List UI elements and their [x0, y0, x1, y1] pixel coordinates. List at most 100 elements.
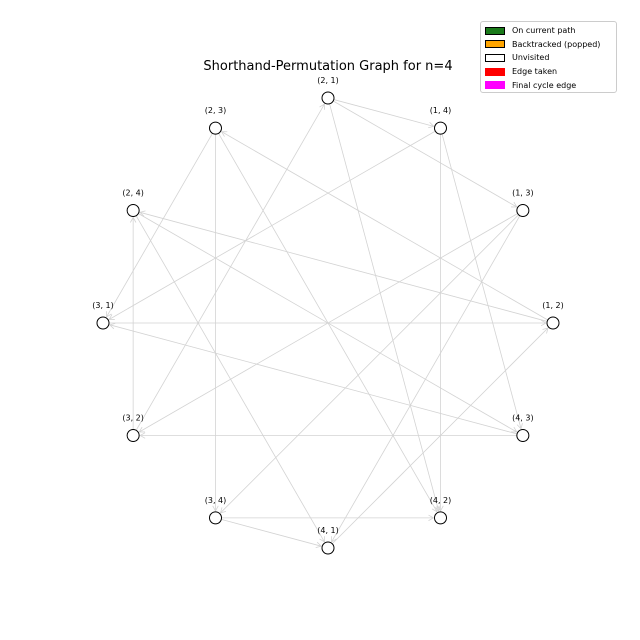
edge-2-1-to-1-3 [332, 100, 518, 208]
edge-arrowhead [106, 311, 112, 318]
legend-item: Edge taken [485, 65, 612, 79]
edge-line [332, 100, 517, 208]
edge-line [106, 133, 213, 318]
node-circle [321, 541, 335, 555]
node-circle [546, 316, 560, 330]
node-circle [209, 511, 222, 525]
edge-arrowhead [331, 536, 337, 543]
edge-arrowhead [437, 505, 444, 512]
node-label: (4, 3) [512, 414, 534, 423]
edge-line [139, 211, 548, 322]
edge-line [333, 99, 434, 127]
edge-arrowhead [511, 201, 518, 208]
edge-arrowhead [319, 536, 325, 543]
edge-line [109, 324, 518, 435]
node-2-1: (2, 1) [317, 76, 339, 105]
edge-line [135, 103, 325, 431]
legend-swatch [485, 67, 505, 76]
node-label: (2, 4) [122, 189, 144, 198]
edge-2-3-to-3-4 [212, 134, 219, 512]
node-3-1: (3, 1) [92, 301, 114, 330]
node-label: (2, 3) [205, 106, 227, 115]
edge-4-1-to-1-2 [331, 327, 549, 545]
edge-line [135, 215, 325, 543]
edge-4-3-to-3-1 [108, 323, 518, 435]
node-4-3: (4, 3) [512, 414, 534, 442]
node-label: (1, 2) [542, 301, 564, 310]
legend-label: Edge taken [512, 67, 558, 77]
legend-swatch [485, 81, 505, 90]
edge-1-3-to-3-4 [219, 214, 519, 514]
edge-arrowhead [540, 319, 547, 327]
node-3-2: (3, 2) [122, 414, 144, 442]
edge-1-4-to-4-2 [437, 134, 444, 512]
node-label: (2, 1) [317, 76, 339, 85]
node-3-4: (3, 4) [205, 496, 227, 525]
node-circle [126, 204, 140, 217]
edge-arrowhead [315, 541, 323, 548]
edge-arrowhead [220, 131, 228, 137]
edge-1-2-to-2-4 [139, 210, 548, 322]
legend-label: Unvisited [512, 53, 550, 63]
edge-line [220, 214, 519, 514]
legend-swatch [485, 40, 505, 49]
edge-2-4-to-4-1 [135, 215, 325, 543]
node-circle [516, 204, 530, 217]
node-circle [321, 91, 335, 105]
legend-label: Final cycle edge [512, 80, 577, 90]
edge-2-3-to-3-1 [106, 133, 213, 318]
legend-swatch [485, 53, 505, 62]
node-4-2: (4, 2) [430, 496, 452, 525]
edge-line [218, 133, 438, 512]
edge-arrowhead [212, 505, 219, 512]
edge-arrowhead [511, 426, 518, 433]
node-label: (4, 2) [430, 496, 452, 505]
edge-arrowhead [138, 426, 145, 433]
edge-arrowhead [319, 103, 325, 110]
edge-2-1-to-1-4 [333, 99, 435, 129]
edge-3-2-to-2-1 [135, 103, 325, 431]
node-label: (1, 3) [512, 189, 534, 198]
edge-3-4-to-4-2 [221, 514, 435, 522]
node-2-3: (2, 3) [205, 106, 227, 135]
node-circle [209, 121, 222, 135]
edge-arrowhead [139, 432, 146, 439]
node-layer: (2, 1)(1, 4)(1, 3)(1, 2)(4, 3)(4, 2)(4, … [92, 76, 564, 555]
edge-2-3-to-4-2 [218, 133, 438, 513]
node-label: (3, 2) [122, 414, 144, 423]
node-1-3: (1, 3) [512, 189, 534, 217]
edge-arrowhead [428, 122, 435, 129]
edge-arrowhead [219, 507, 227, 514]
legend-item: Unvisited [485, 51, 612, 65]
node-circle [434, 121, 447, 135]
node-label: (1, 4) [430, 106, 452, 115]
legend-item: Final cycle edge [485, 78, 612, 92]
edge-3-4-to-4-1 [221, 519, 323, 548]
edge-arrowhead [516, 423, 523, 430]
edge-arrowhead [428, 514, 435, 522]
edge-line [331, 327, 549, 545]
edge-line [331, 215, 521, 543]
legend-label: On current path [512, 26, 576, 36]
node-1-4: (1, 4) [430, 106, 452, 135]
edge-layer [106, 99, 549, 548]
node-label: (3, 4) [205, 496, 227, 505]
node-2-4: (2, 4) [122, 189, 144, 217]
node-1-2: (1, 2) [542, 301, 564, 330]
edge-arrowhead [434, 505, 441, 512]
edge-line [108, 130, 436, 320]
node-label: (3, 1) [92, 301, 114, 310]
edge-line [221, 131, 549, 321]
legend-item: Backtracked (popped) [485, 38, 612, 52]
legend-label: Backtracked (popped) [512, 39, 601, 49]
node-circle [516, 429, 530, 442]
node-circle [96, 316, 110, 330]
edge-1-2-to-2-3 [220, 131, 549, 321]
edge-1-3-to-4-1 [331, 215, 521, 543]
edge-arrowhead [139, 210, 146, 217]
edge-arrowhead [108, 314, 115, 320]
legend-swatch [485, 26, 505, 35]
edge-arrowhead [431, 506, 438, 513]
